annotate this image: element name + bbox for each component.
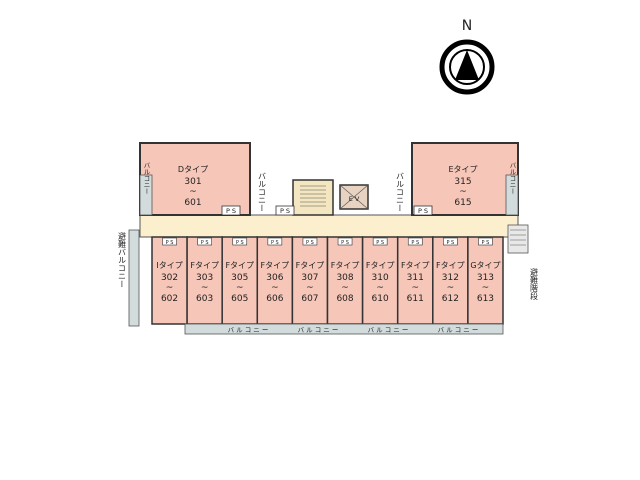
svg-text:~: ~ bbox=[459, 187, 467, 197]
stair-core bbox=[292, 179, 334, 216]
unit-bottom bbox=[326, 236, 364, 325]
unit-to-label: 612 bbox=[442, 294, 459, 304]
balcony-label: バ ル コ ニ ー bbox=[438, 326, 479, 334]
balcony-label: バ ル コ ニ ー bbox=[228, 326, 269, 334]
unit-from-label: 303 bbox=[196, 273, 213, 283]
ps-label: P S bbox=[411, 240, 419, 246]
unit-from-label: 305 bbox=[231, 273, 248, 283]
ps-label: P S bbox=[280, 207, 290, 215]
unit-type-label: Fタイプ bbox=[331, 261, 360, 270]
ps-label: P S bbox=[376, 240, 384, 246]
evac-stairs-label: 避難階段 bbox=[530, 267, 539, 301]
unit-to-label: 608 bbox=[336, 294, 353, 304]
balcony-label: バ ル コ ニ ー bbox=[298, 326, 339, 334]
ps-label: P S bbox=[418, 207, 428, 215]
unit-to-label: 610 bbox=[372, 294, 389, 304]
unit-to-label: 605 bbox=[231, 294, 248, 304]
unit-from-label: 310 bbox=[372, 273, 389, 283]
unit-bottom bbox=[291, 236, 329, 325]
side-balcony-left bbox=[139, 174, 153, 216]
balcony-label: バ ル コ ニ ー bbox=[368, 326, 409, 334]
corridor bbox=[139, 214, 519, 238]
unit-tilde-label: ~ bbox=[447, 283, 455, 293]
unit-type-label: Fタイプ bbox=[296, 261, 325, 270]
evac-balcony bbox=[128, 229, 140, 327]
unit-from-label: 302 bbox=[161, 273, 178, 283]
unit-d-text: Dタイプ 301 ~ 601 bbox=[178, 165, 208, 208]
unit-from-label: 307 bbox=[301, 273, 318, 283]
side-balcony-right bbox=[505, 174, 519, 216]
ev-label: E V bbox=[349, 195, 360, 203]
unit-type-label: Fタイプ bbox=[401, 261, 430, 270]
unit-type-label: Iタイプ bbox=[156, 261, 182, 270]
unit-tilde-label: ~ bbox=[482, 283, 490, 293]
unit-bottom bbox=[467, 236, 504, 325]
unit-type-label: Fタイプ bbox=[190, 261, 219, 270]
north-compass: N bbox=[439, 18, 495, 95]
stair-lines bbox=[300, 185, 326, 207]
balcony-vertical-label: バルコニー bbox=[142, 161, 150, 194]
svg-text:~: ~ bbox=[189, 187, 197, 197]
unit-from-label: 308 bbox=[336, 273, 353, 283]
unit-to-label: 602 bbox=[161, 294, 178, 304]
unit-type-label: Fタイプ bbox=[366, 261, 395, 270]
unit-tilde-label: ~ bbox=[341, 283, 349, 293]
unit-bottom bbox=[256, 236, 294, 325]
ps-label: P S bbox=[446, 240, 454, 246]
svg-text:Dタイプ: Dタイプ bbox=[178, 165, 208, 174]
bottom-balcony bbox=[184, 323, 504, 335]
north-arrow-icon bbox=[455, 50, 479, 80]
unit-to-label: 607 bbox=[301, 294, 318, 304]
unit-tilde-label: ~ bbox=[201, 283, 209, 293]
balcony-vertical-label: バルコニー bbox=[508, 161, 516, 194]
unit-tilde-label: ~ bbox=[376, 283, 384, 293]
unit-tilde-label: ~ bbox=[306, 283, 314, 293]
svg-text:601: 601 bbox=[184, 198, 201, 208]
ps-label: P S bbox=[306, 240, 314, 246]
unit-bottom bbox=[186, 236, 223, 325]
unit-to-label: 613 bbox=[477, 294, 494, 304]
unit-from-label: 306 bbox=[266, 273, 283, 283]
unit-to-label: 606 bbox=[266, 294, 283, 304]
unit-type-label: Gタイプ bbox=[470, 261, 500, 270]
north-letter: N bbox=[462, 18, 472, 34]
evac-balcony-label: 避難バルコニー bbox=[118, 231, 127, 288]
unit-from-label: 311 bbox=[407, 273, 424, 283]
unit-type-label: Fタイプ bbox=[436, 261, 465, 270]
unit-bottom bbox=[221, 236, 259, 325]
unit-tilde-label: ~ bbox=[166, 283, 174, 293]
unit-tilde-label: ~ bbox=[271, 283, 279, 293]
unit-to-label: 603 bbox=[196, 294, 213, 304]
unit-from-label: 313 bbox=[477, 273, 494, 283]
unit-tilde-label: ~ bbox=[236, 283, 244, 293]
evac-stairs-box bbox=[507, 224, 529, 254]
unit-type-label: Fタイプ bbox=[225, 261, 254, 270]
unit-e-text: Eタイプ 315 ~ 615 bbox=[448, 165, 477, 208]
unit-bottom bbox=[432, 236, 469, 325]
svg-text:315: 315 bbox=[454, 177, 471, 187]
ps-label: P S bbox=[226, 207, 236, 215]
unit-type-label: Fタイプ bbox=[261, 261, 290, 270]
ps-label: P S bbox=[482, 240, 490, 246]
ps-label: P S bbox=[166, 240, 174, 246]
balcony-vertical-label: バルコニー bbox=[258, 172, 267, 212]
ps-label: P S bbox=[236, 240, 244, 246]
unit-from-label: 312 bbox=[442, 273, 459, 283]
ps-label: P S bbox=[271, 240, 279, 246]
svg-text:615: 615 bbox=[454, 198, 471, 208]
unit-tilde-label: ~ bbox=[411, 283, 419, 293]
ps-label: P S bbox=[201, 240, 209, 246]
unit-e bbox=[411, 142, 519, 216]
balcony-vertical-label: バルコニー bbox=[396, 172, 405, 212]
svg-text:301: 301 bbox=[184, 177, 201, 187]
unit-to-label: 611 bbox=[407, 294, 424, 304]
ps-label: P S bbox=[341, 240, 349, 246]
svg-text:Eタイプ: Eタイプ bbox=[448, 165, 477, 174]
